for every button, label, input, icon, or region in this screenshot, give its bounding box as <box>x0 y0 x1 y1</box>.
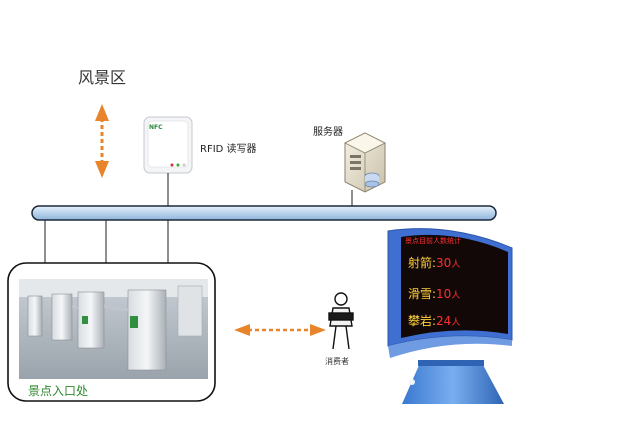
board-row-count: 30 <box>436 256 452 270</box>
board-title: 景点目前人数统计 <box>405 237 461 245</box>
led-icon <box>176 163 180 167</box>
board-row-archery: 射箭:30人 <box>408 254 460 271</box>
board-row-unit: 人 <box>451 260 461 270</box>
consumer-label: 消费者 <box>325 357 349 366</box>
rfid-reader-device <box>143 116 193 174</box>
consumer-icon <box>328 292 354 350</box>
entrance-label: 景点入口处 <box>28 384 89 398</box>
scenic-double-arrow <box>95 104 109 178</box>
server-label: 服务器 <box>313 127 343 138</box>
board-row-name: 射箭: <box>408 256 437 270</box>
scenic-area-label: 风景区 <box>78 68 127 87</box>
board-row-count: 10 <box>436 287 452 301</box>
network-links <box>44 173 353 275</box>
consumer-double-arrow <box>234 324 326 336</box>
turnstile-photo <box>19 279 208 379</box>
board-row-count: 24 <box>436 314 452 328</box>
board-row-name: 滑雪: <box>408 287 437 301</box>
network-bus <box>31 205 497 221</box>
board-row-unit: 人 <box>451 318 461 328</box>
server-icon <box>344 132 386 193</box>
reader-brand-label: NFC <box>149 124 163 131</box>
board-row-unit: 人 <box>451 291 461 301</box>
board-row-climbing: 攀岩:24人 <box>408 312 460 329</box>
board-row-skiing: 滑雪:10人 <box>408 285 460 302</box>
board-row-name: 攀岩: <box>408 314 437 328</box>
led-icon <box>170 163 174 167</box>
led-icon <box>182 163 186 167</box>
rfid-reader-label: RFID 读写器 <box>200 144 257 155</box>
led-display-board <box>387 228 513 404</box>
entrance-box <box>7 262 216 402</box>
